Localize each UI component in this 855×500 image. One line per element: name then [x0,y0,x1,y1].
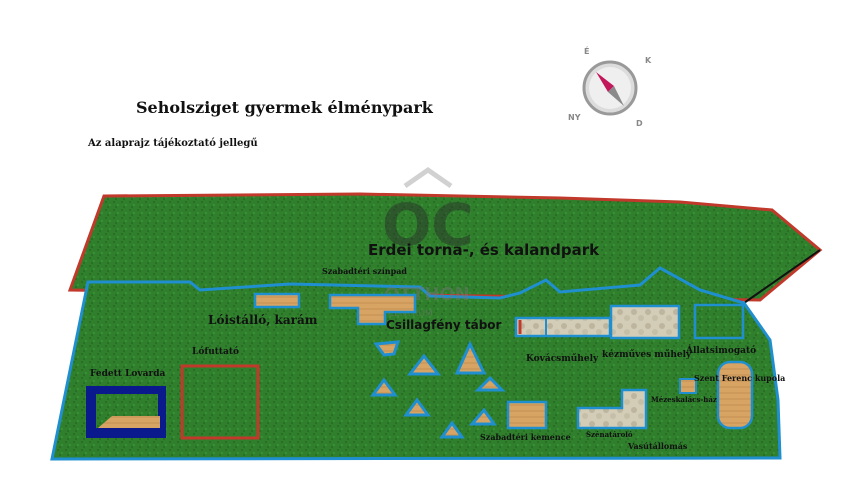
covered-riding-hall [86,386,166,438]
gingerbread-house [679,378,697,394]
compass-east-label: K [645,56,652,65]
hay-storage-building [576,388,648,430]
camp-tents [370,340,506,439]
label-stable: Lóistálló, karám [208,313,318,327]
label-crafts: kézműves műhely [602,350,692,360]
label-covered-riding: Fedett Lovarda [90,369,166,379]
page-subtitle: Az alaprajz tájékoztató jellegű [88,138,258,149]
label-starlight-camp: Csillagfény tábor [386,318,502,332]
compass-rose: É K D NY [568,45,652,128]
label-gingerbread-house: Mézeskalács-ház [651,395,717,404]
label-open-stage: Szabadtéri színpad [322,266,407,276]
label-st-francis-dome: Szent Ferenc kupola [694,373,786,383]
label-hay-storage: Szénatároló [586,430,633,439]
label-blacksmith: Kovácsműhely [526,354,599,364]
compass-south-label: D [636,119,643,128]
st-francis-dome [716,360,754,430]
label-outdoor-oven: Szabadtéri kemence [480,432,571,442]
horse-runner-area [180,364,260,440]
stable-building [253,292,301,309]
workshop-row [514,304,681,340]
label-horse-runner: Lófuttató [192,347,240,357]
page-title: Seholsziget gyermek élménypark [136,98,433,117]
label-petting-zoo: Állatsimogató [686,346,757,356]
open-stage [328,293,417,326]
forest-east-edge [743,249,821,304]
label-forest-park: Erdei torna-, és kalandpark [368,241,600,259]
watermark-logo: OC OTTHON CENTRUM [382,166,474,319]
petting-zoo-enclosure [693,303,745,340]
outdoor-oven [506,400,548,430]
compass-north-label: É [584,45,589,56]
compass-west-label: NY [568,113,581,122]
label-railway-station: Vasútállomás [628,441,688,451]
watermark-oc-text: OC [382,191,474,259]
watermark-sub-text: CENTRUM [388,309,433,319]
